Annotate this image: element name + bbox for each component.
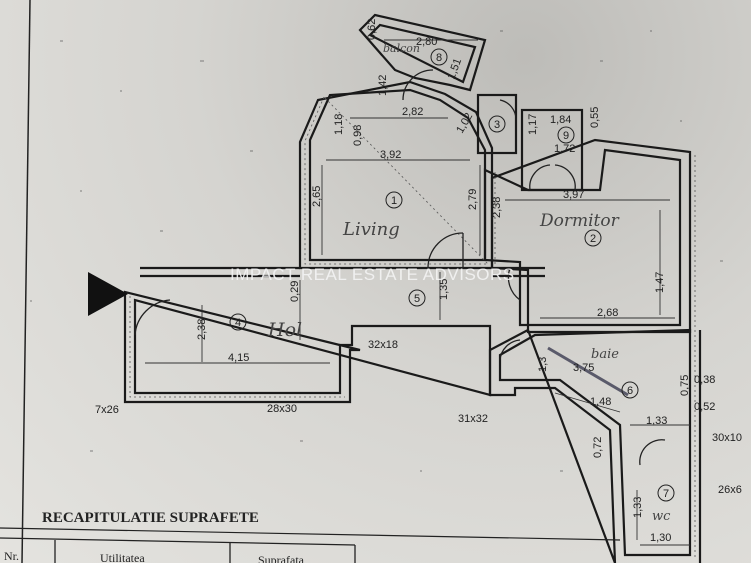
walls <box>123 13 702 563</box>
room-number-2: 2 <box>590 233 596 245</box>
dim-1-48: 1,48 <box>590 396 611 408</box>
dim-0-62: 0,62 <box>366 19 378 40</box>
dim-1-35: 1,35 <box>438 279 450 300</box>
dim-2-38: 2,38 <box>491 197 503 218</box>
room-name-balcon: balcon <box>383 42 420 55</box>
bathroom-pen-mark <box>547 346 629 397</box>
room-name-hol: Hol <box>267 319 302 341</box>
paper-speckle <box>30 30 723 472</box>
room-number-8: 8 <box>436 52 442 64</box>
table-header-suprafata: Suprafata <box>258 553 305 563</box>
dim-1-33b: 1,33 <box>632 497 644 518</box>
dim-30x10: 30x10 <box>712 432 742 444</box>
door-swings <box>134 69 666 466</box>
section-underline <box>0 527 621 541</box>
room-number-3: 3 <box>494 119 500 131</box>
dim-26x6: 26x6 <box>718 484 742 496</box>
dim-0-52: 0,52 <box>694 401 715 413</box>
dim-2-65: 2,65 <box>311 186 323 207</box>
dim-0-98: 0,98 <box>352 125 364 146</box>
room-number-6: 6 <box>627 385 633 397</box>
dim-1-30: 1,30 <box>650 532 671 544</box>
dim-28x30: 28x30 <box>267 403 297 415</box>
dim-7x26: 7x26 <box>95 404 119 416</box>
dim-32x18: 32x18 <box>368 339 398 351</box>
dim-1-3: 1,3 <box>537 357 549 372</box>
room-name-dormitor: Dormitor <box>539 211 620 231</box>
dim-1-18: 1,18 <box>333 114 345 135</box>
room-name-baie: baie <box>591 347 619 362</box>
room-number-4: 4 <box>235 317 241 329</box>
dim-4-15: 4,15 <box>228 352 249 364</box>
dim-2-80: 2,80 <box>416 36 437 48</box>
entrance-arrow-icon <box>88 272 128 316</box>
section-title: RECAPITULATIE SUPRAFETE <box>42 510 259 526</box>
frame-line <box>21 0 31 563</box>
dim-3-75: 3,75 <box>573 362 594 374</box>
table-header-utilitate: Utilitatea <box>100 551 145 563</box>
dim-0-29: 0,29 <box>289 281 301 302</box>
table-header-nr: Nr. <box>4 549 19 563</box>
room-number-circles <box>229 48 675 502</box>
dim-2-82: 2,82 <box>402 106 423 118</box>
dim-0-55: 0,55 <box>589 107 601 128</box>
dim-0-38: 0,38 <box>694 374 715 386</box>
dim-1-33: 1,33 <box>646 415 667 427</box>
watermark: IMPACT REAL ESTATE ADVISORS <box>230 265 515 284</box>
dimension-lines <box>145 39 690 546</box>
dim-1-51: 1,51 <box>446 57 465 81</box>
dim-2-79: 2,79 <box>467 189 479 210</box>
room-number-1: 1 <box>391 195 397 207</box>
dim-1-17: 1,17 <box>527 114 539 135</box>
dim-1-72: 1,72 <box>554 143 575 155</box>
room-name-living: Living <box>342 219 400 240</box>
wall-hatching <box>129 96 696 560</box>
dim-1-84: 1,84 <box>550 114 571 126</box>
dim-1-42: 1,42 <box>377 75 389 96</box>
dim-0-75: 0,75 <box>679 375 691 396</box>
dim-1-47: 1,47 <box>654 272 666 293</box>
room-number-9: 9 <box>563 130 569 142</box>
dim-2-68: 2,68 <box>597 307 618 319</box>
dim-3-97: 3,97 <box>563 189 584 201</box>
summary-table-frame <box>0 537 356 563</box>
dim-2-38b: 2,38 <box>196 319 208 340</box>
dim-3-92: 3,92 <box>380 149 401 161</box>
room-number-7: 7 <box>663 488 669 500</box>
room-number-5: 5 <box>414 293 420 305</box>
room-name-wc: wc <box>652 509 671 524</box>
dim-1-02: 1,02 <box>454 111 475 136</box>
dim-31x32: 31x32 <box>458 413 488 425</box>
dim-0-72: 0,72 <box>592 437 604 458</box>
